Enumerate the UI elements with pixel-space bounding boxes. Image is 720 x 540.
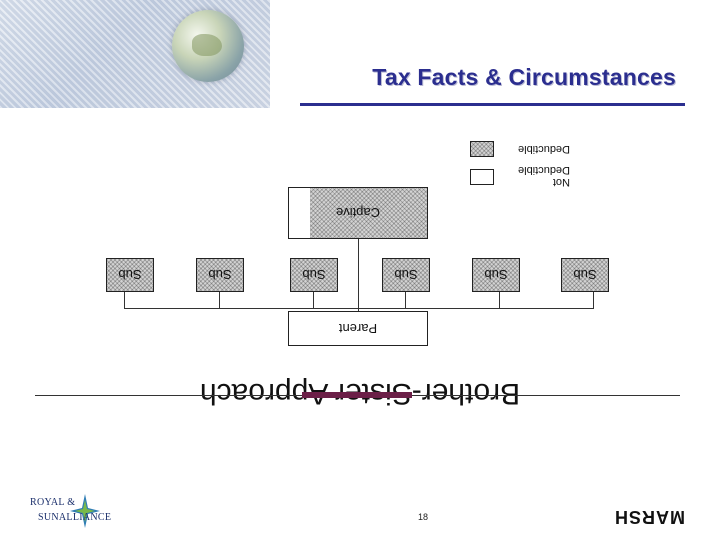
parent-label: Parent (338, 321, 378, 336)
sub-box: Sub (382, 258, 430, 292)
page-number: 18 (418, 512, 429, 522)
sub-drop (313, 291, 314, 309)
sub-drop (124, 291, 125, 309)
globe-image (172, 10, 244, 82)
parent-box: Parent (288, 311, 428, 346)
sub-label: Sub (394, 267, 418, 283)
legend-not-deductible-label: Not Deductible (518, 164, 570, 188)
sub-label: Sub (208, 267, 232, 283)
sub-box: Sub (290, 258, 338, 292)
sub-drop (499, 291, 500, 309)
sub-box: Sub (106, 258, 154, 292)
sub-label: Sub (302, 267, 326, 283)
sub-box: Sub (196, 258, 244, 292)
header-banner (0, 0, 270, 108)
sub-label: Sub (484, 267, 508, 283)
slide-title: Tax Facts & Circumstances (372, 64, 676, 90)
sub-drop (219, 291, 220, 309)
legend-deductible-swatch (470, 141, 494, 157)
sub-box: Sub (472, 258, 520, 292)
rsa-star-icon (70, 494, 100, 528)
sub-box: Sub (561, 258, 609, 292)
rsa-logo-text-top: ROYAL & (30, 497, 76, 508)
sub-bus-line (124, 308, 594, 309)
sub-drop (593, 291, 594, 309)
sub-label: Sub (573, 267, 597, 283)
legend-not-deductible-swatch (470, 169, 494, 185)
marsh-logo: MARSH (614, 507, 685, 527)
captive-box: Captive (288, 187, 428, 239)
sub-drop (405, 291, 406, 309)
title-underline (300, 103, 685, 106)
rsa-logo-text-bottom: SUNALLIANCE (38, 512, 112, 523)
royal-sunalliance-logo: ROYAL & SUNALLIANCE (30, 494, 142, 528)
captive-connector (358, 239, 359, 269)
parent-connector (358, 269, 359, 311)
brother-sister-diagram: Brother-Sister Approach Parent Sub Sub S… (0, 120, 720, 450)
captive-label: Captive (335, 205, 381, 221)
heading-divider-accent (302, 392, 412, 398)
sub-label: Sub (118, 267, 142, 283)
legend-deductible-label: Deductible (518, 143, 570, 155)
